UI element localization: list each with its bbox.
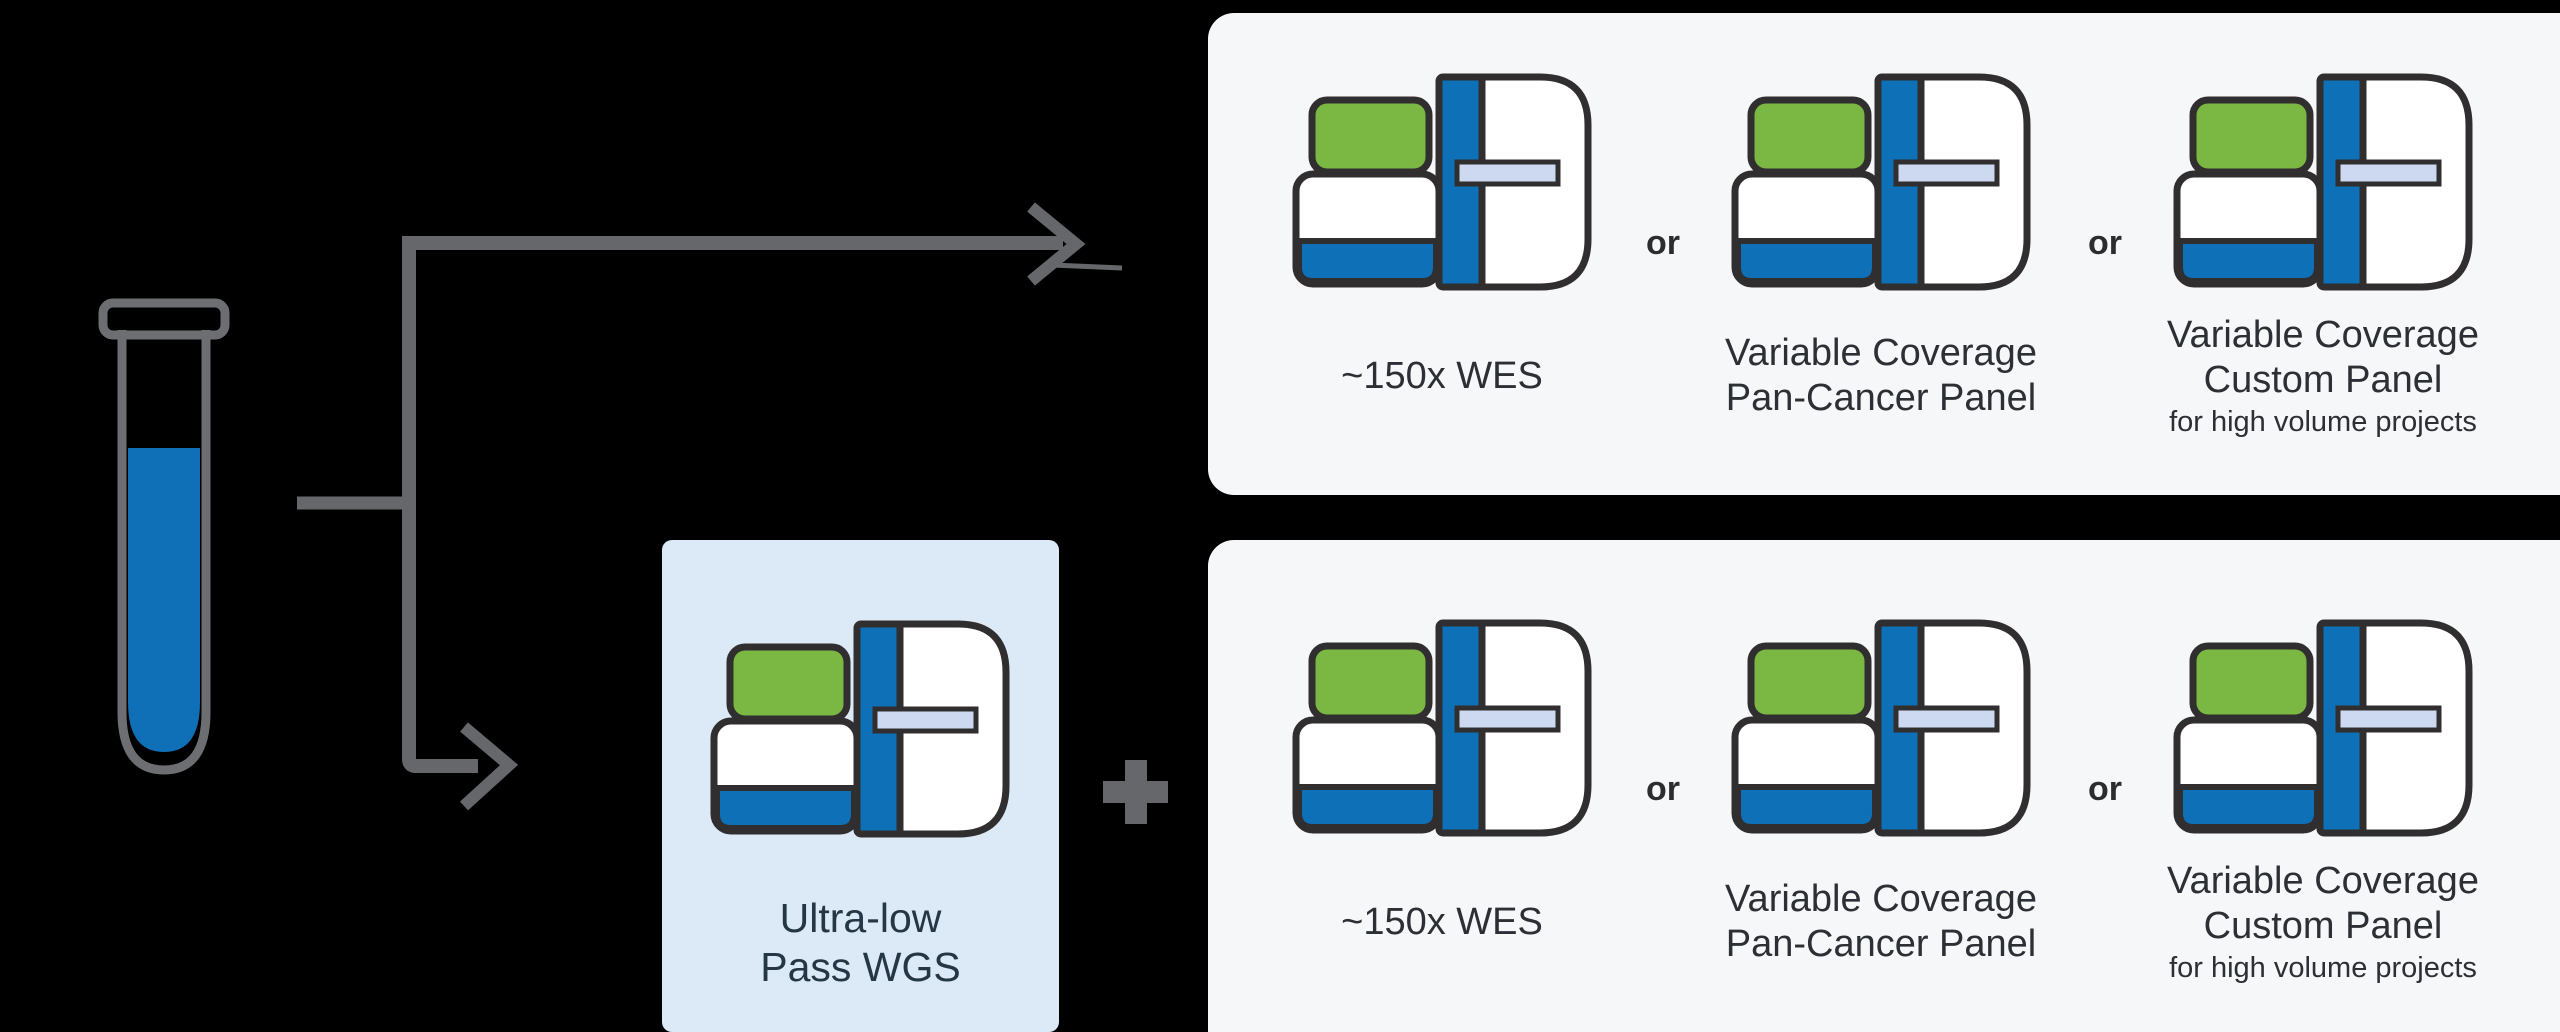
or-separator: or [1646,224,1680,262]
sequencing-options-panel-top: ~150x WES or Variable Coverage Pan-Cance… [1208,13,2560,495]
ultra-low-label-line: Pass WGS [760,944,961,990]
option-sublabel: for high volume projects [2169,406,2477,438]
option-label: Variable Coverage Custom Panel for high … [2143,311,2503,441]
sequencing-options-panel-bottom: ~150x WES or Variable Coverage Pan-Cance… [1208,540,2560,1032]
sequencer-icon [710,620,1010,838]
option-label-line: Variable Coverage [1725,878,2037,920]
option-label: ~150x WES [1262,311,1622,441]
ultra-low-label-line: Ultra-low [779,895,942,941]
option-custom-panel: Variable Coverage Custom Panel for high … [2143,73,2503,441]
or-separator: or [2088,770,2122,808]
option-label: Variable Coverage Pan-Cancer Panel [1701,311,2061,441]
option-custom-panel: Variable Coverage Custom Panel for high … [2143,619,2503,987]
option-label-line: Pan-Cancer Panel [1725,923,2037,965]
option-150x-wes: ~150x WES [1262,619,1622,987]
arrow-icon [402,202,1123,286]
option-pan-cancer-panel: Variable Coverage Pan-Cancer Panel [1701,619,2061,987]
arrow-icon [459,722,519,811]
sequencer-icon [2173,73,2473,291]
option-sublabel: for high volume projects [2169,952,2477,984]
sequencer-icon [2173,619,2473,837]
ultra-low-label: Ultra-low Pass WGS [662,878,1059,1008]
sequencer-icon [1731,619,2031,837]
or-separator: or [2088,224,2122,262]
or-separator: or [1646,770,1680,808]
test-tube-sample [128,448,200,752]
option-150x-wes: ~150x WES [1262,73,1622,441]
option-label-line: Custom Panel [2203,359,2443,401]
plus-icon [1103,760,1168,824]
option-label-line: Variable Coverage [2167,860,2479,902]
sequencer-icon [1292,619,1592,837]
option-label-line: ~150x WES [1341,900,1543,943]
sequencer-icon [1731,73,2031,291]
sequencer-icon [1292,73,1592,291]
ultra-low-pass-wgs-card: Ultra-low Pass WGS [662,540,1059,1032]
option-label: Variable Coverage Pan-Cancer Panel [1701,857,2061,987]
option-label-line: ~150x WES [1341,354,1543,397]
option-label-line: Custom Panel [2203,905,2443,947]
option-label-line: Variable Coverage [2167,314,2479,356]
option-label: ~150x WES [1262,857,1622,987]
option-label-line: Pan-Cancer Panel [1725,377,2037,419]
option-label-line: Variable Coverage [1725,332,2037,374]
test-tube-icon [98,298,230,775]
branch-vertical-line [402,236,478,773]
option-label: Variable Coverage Custom Panel for high … [2143,857,2503,987]
option-pan-cancer-panel: Variable Coverage Pan-Cancer Panel [1701,73,2061,441]
flow-connectors [98,202,1168,824]
